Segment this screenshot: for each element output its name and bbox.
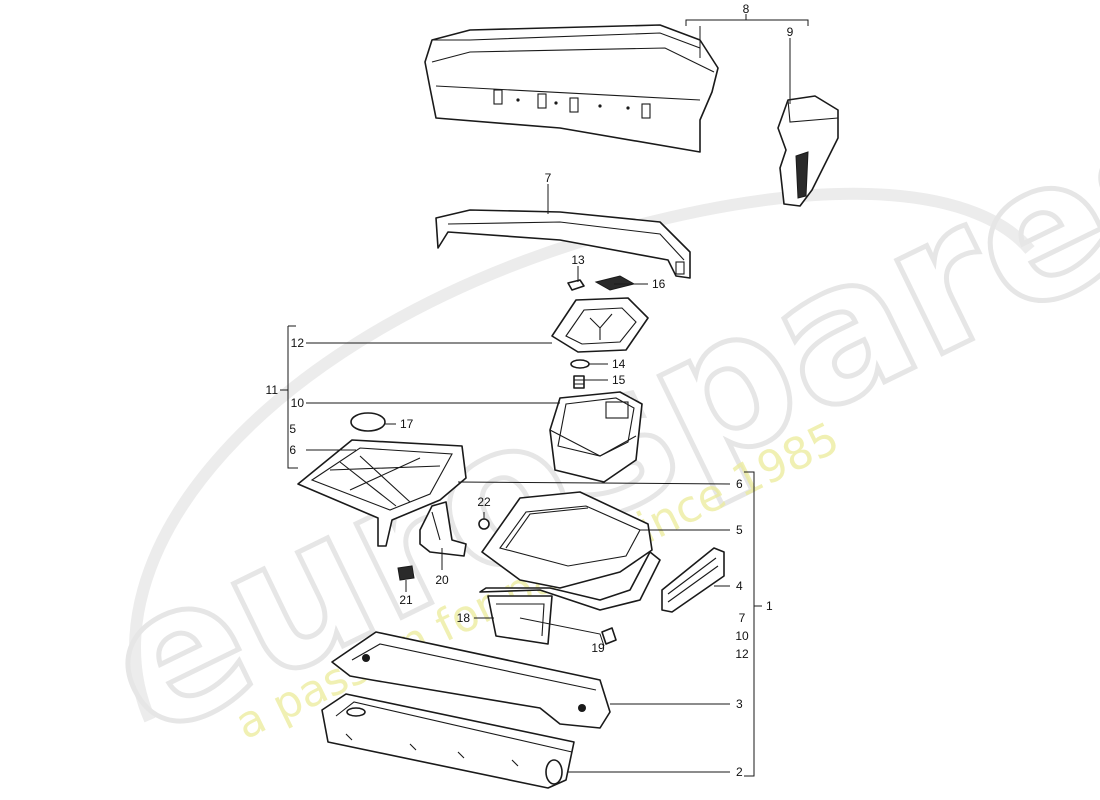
part-18-lower-well[interactable] <box>479 551 661 645</box>
callout-5-left: 5 <box>289 422 296 436</box>
callout-7-top: 7 <box>545 171 552 185</box>
callout-11: 11 <box>266 383 279 397</box>
callout-17: 17 <box>400 417 414 431</box>
callout-10: 10 <box>291 396 305 410</box>
part-2-bottom-cross-member[interactable] <box>321 693 575 789</box>
callout-19: 19 <box>591 641 605 655</box>
watermark-swoosh <box>129 187 1035 723</box>
part-8-rear-panel[interactable] <box>424 24 719 153</box>
callout-group-1-item-7: 7 <box>739 611 746 625</box>
callout-1: 1 <box>766 599 773 613</box>
callout-8: 8 <box>743 2 750 16</box>
callout-15: 15 <box>612 373 626 387</box>
part-13-clip[interactable] <box>567 279 585 291</box>
part-4-side-rail[interactable] <box>661 547 725 613</box>
part-20-bracket[interactable] <box>419 501 467 557</box>
callout-6-left: 6 <box>289 443 296 457</box>
callout-13: 13 <box>571 253 585 267</box>
part-9-side-piece[interactable] <box>777 95 839 207</box>
callout-16: 16 <box>652 277 666 291</box>
part-16-pad[interactable] <box>594 275 636 291</box>
callout-group-1-item-10: 10 <box>735 629 749 643</box>
callout-numbers: 8 9 7 13 16 12 14 15 11 10 17 5 6 6 22 5… <box>266 2 794 779</box>
part-7-cross-member[interactable] <box>435 209 691 279</box>
part-3-support-beam[interactable] <box>331 631 611 729</box>
callout-14: 14 <box>612 357 626 371</box>
part-10-tray[interactable] <box>549 391 643 483</box>
part-17-plug[interactable] <box>350 412 386 432</box>
part-22-grommet[interactable] <box>478 518 490 530</box>
part-6-frame[interactable] <box>297 439 467 547</box>
callout-2: 2 <box>736 765 743 779</box>
callout-22: 22 <box>477 495 491 509</box>
part-15-nut[interactable] <box>573 375 585 389</box>
part-19-nut[interactable] <box>601 627 617 645</box>
callout-18: 18 <box>457 611 471 625</box>
callout-20: 20 <box>435 573 449 587</box>
leader-lines <box>280 14 809 777</box>
callout-4: 4 <box>736 579 743 593</box>
callout-3: 3 <box>736 697 743 711</box>
callout-21: 21 <box>399 593 413 607</box>
callout-group-1-item-12: 12 <box>735 647 749 661</box>
callout-9: 9 <box>787 25 794 39</box>
callout-6-right: 6 <box>736 477 743 491</box>
part-14-washer[interactable] <box>570 359 590 369</box>
callout-12: 12 <box>291 336 305 350</box>
part-21-block[interactable] <box>397 565 415 581</box>
callout-5-right: 5 <box>736 523 743 537</box>
part-12-cover-plate[interactable] <box>551 297 649 353</box>
